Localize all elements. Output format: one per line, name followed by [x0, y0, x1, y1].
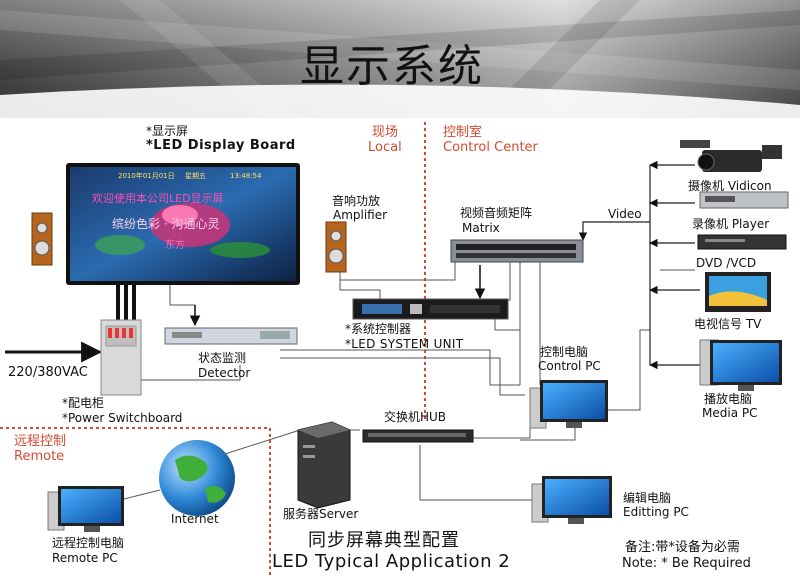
- internet-label: Internet: [171, 512, 219, 526]
- control-pc-computer: [530, 380, 608, 428]
- screen-weekday: 星期五: [185, 172, 206, 180]
- editing-pc-label-en: Editting PC: [623, 505, 689, 519]
- led-board-label-zh: *显示屏: [146, 124, 188, 138]
- detector-label-zh: 状态监测: [198, 351, 246, 365]
- system-unit-label-zh: *系统控制器: [345, 322, 411, 336]
- matrix-device: [451, 240, 583, 262]
- detector-label-en: Detector: [198, 366, 250, 380]
- editing-pc-computer: [532, 476, 612, 524]
- led-board-cables: [118, 285, 134, 322]
- zone-control-center-zh: 控制室: [443, 126, 482, 140]
- screen-line-2: 缤纷色彩 · 沟通心灵: [112, 218, 219, 231]
- caption-en: LED Typical Application 2: [272, 551, 510, 573]
- remote-pc-label-en: Remote PC: [52, 551, 118, 565]
- video-player: [700, 192, 788, 208]
- hub-switch: [363, 430, 473, 442]
- internet-globe: [159, 440, 235, 516]
- screen-date: 2010年01月01日: [118, 172, 175, 180]
- matrix-label-en: Matrix: [462, 221, 500, 235]
- screen-time: 13:48:54: [230, 172, 261, 180]
- matrix-label-zh: 视频音频矩阵: [460, 206, 532, 220]
- switchboard-label-en: *Power Switchboard: [62, 411, 182, 425]
- amplifier-label-zh: 音响功放: [332, 194, 380, 208]
- note-en: Note: * Be Required: [622, 556, 751, 571]
- zone-local-zh: 现场: [372, 126, 398, 140]
- media-pc-label-en: Media PC: [702, 406, 757, 420]
- media-pc-computer: [700, 340, 782, 391]
- system-unit-device: [353, 299, 508, 319]
- speaker-left: [32, 213, 52, 265]
- system-unit-label-en: *LED SYSTEM UNIT: [345, 337, 463, 351]
- switchboard-label-zh: *配电柜: [62, 396, 104, 410]
- server-tower: [298, 422, 350, 508]
- amplifier-label-en: Amplifier: [333, 208, 387, 222]
- caption-zh: 同步屏幕典型配置: [308, 530, 460, 552]
- vidicon-label: 摄像机 Vidicon: [688, 179, 772, 193]
- tv-label: 电视信号 TV: [694, 317, 761, 331]
- control-pc-label-zh: 控制电脑: [540, 345, 588, 359]
- dvd-player: [698, 235, 786, 249]
- zone-local-en: Local: [368, 141, 402, 155]
- hub-label: 交换机HUB: [384, 410, 446, 424]
- power-input-label: 220/380VAC: [8, 366, 88, 380]
- remote-pc-label-zh: 远程控制电脑: [52, 536, 124, 550]
- video-bus: [583, 165, 700, 365]
- control-pc-label-en: Control PC: [538, 359, 601, 373]
- media-pc-label-zh: 播放电脑: [704, 392, 752, 406]
- zone-remote-zh: 远程控制: [14, 435, 66, 449]
- tv-set: [705, 272, 771, 312]
- vidicon-camera: [680, 140, 782, 172]
- zone-remote-en: Remote: [14, 450, 64, 464]
- screen-line-3: 东方: [165, 240, 185, 251]
- video-label: Video: [608, 207, 642, 221]
- server-label: 服务器Server: [283, 507, 358, 521]
- speaker-right: [326, 222, 346, 272]
- led-board-label-en: *LED Display Board: [146, 139, 296, 153]
- note-zh: 备注:带*设备为必需: [625, 540, 740, 555]
- player-label: 录像机 Player: [692, 217, 769, 231]
- remote-pc-computer: [48, 486, 124, 532]
- power-switchboard-cabinet: [101, 320, 141, 395]
- dvd-label: DVD /VCD: [696, 256, 756, 270]
- detector-device: [165, 328, 297, 344]
- zone-control-center-en: Control Center: [443, 141, 538, 155]
- editing-pc-label-zh: 编辑电脑: [623, 491, 671, 505]
- screen-line-1: 欢迎使用本公司LED显示屏: [92, 193, 224, 205]
